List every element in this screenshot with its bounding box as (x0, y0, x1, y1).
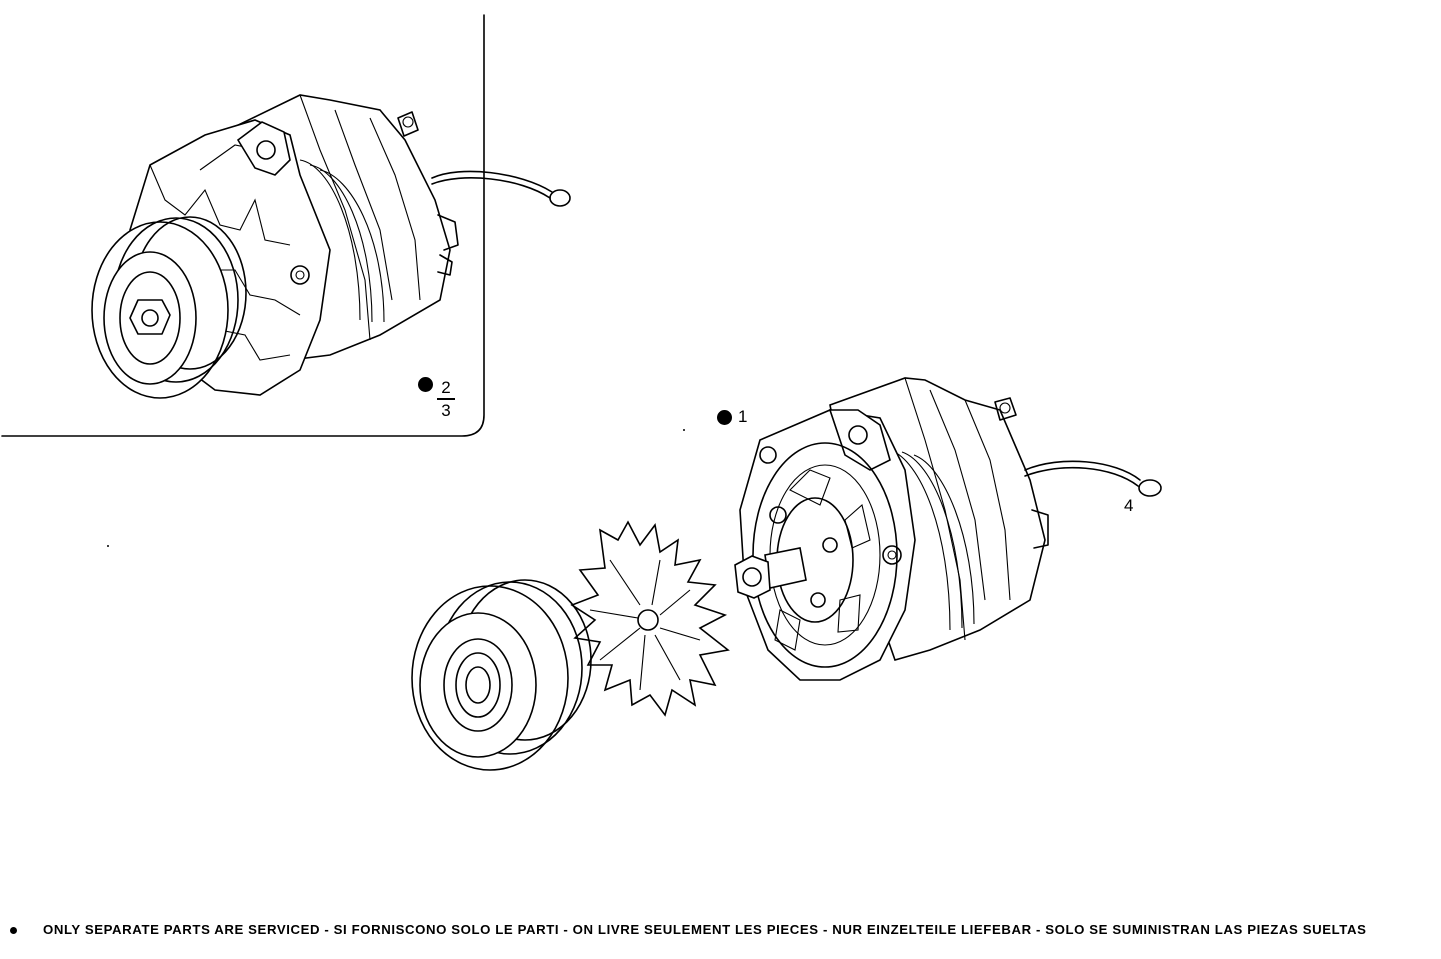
scan-speck (683, 429, 685, 431)
scan-speck (107, 545, 109, 547)
service-bullet-icon (717, 410, 732, 425)
callout-3: 3 (441, 401, 451, 420)
callout-4: 4 (1124, 496, 1134, 515)
fan-drawing (570, 520, 730, 717)
bullet-icon (10, 927, 17, 935)
assembled-alternator-drawing (91, 94, 571, 399)
alternator-body-drawing (734, 377, 1162, 681)
callout-2: 2 (441, 378, 451, 397)
pulley-drawing (411, 579, 592, 771)
fraction-bar (437, 398, 455, 400)
service-bullet-icon (418, 377, 433, 392)
callout-1: 1 (738, 407, 748, 426)
footer-note-text: ONLY SEPARATE PARTS ARE SERVICED - SI FO… (43, 922, 1367, 937)
inset-frame (1, 14, 485, 437)
footer-note: ONLY SEPARATE PARTS ARE SERVICED - SI FO… (10, 922, 1367, 937)
